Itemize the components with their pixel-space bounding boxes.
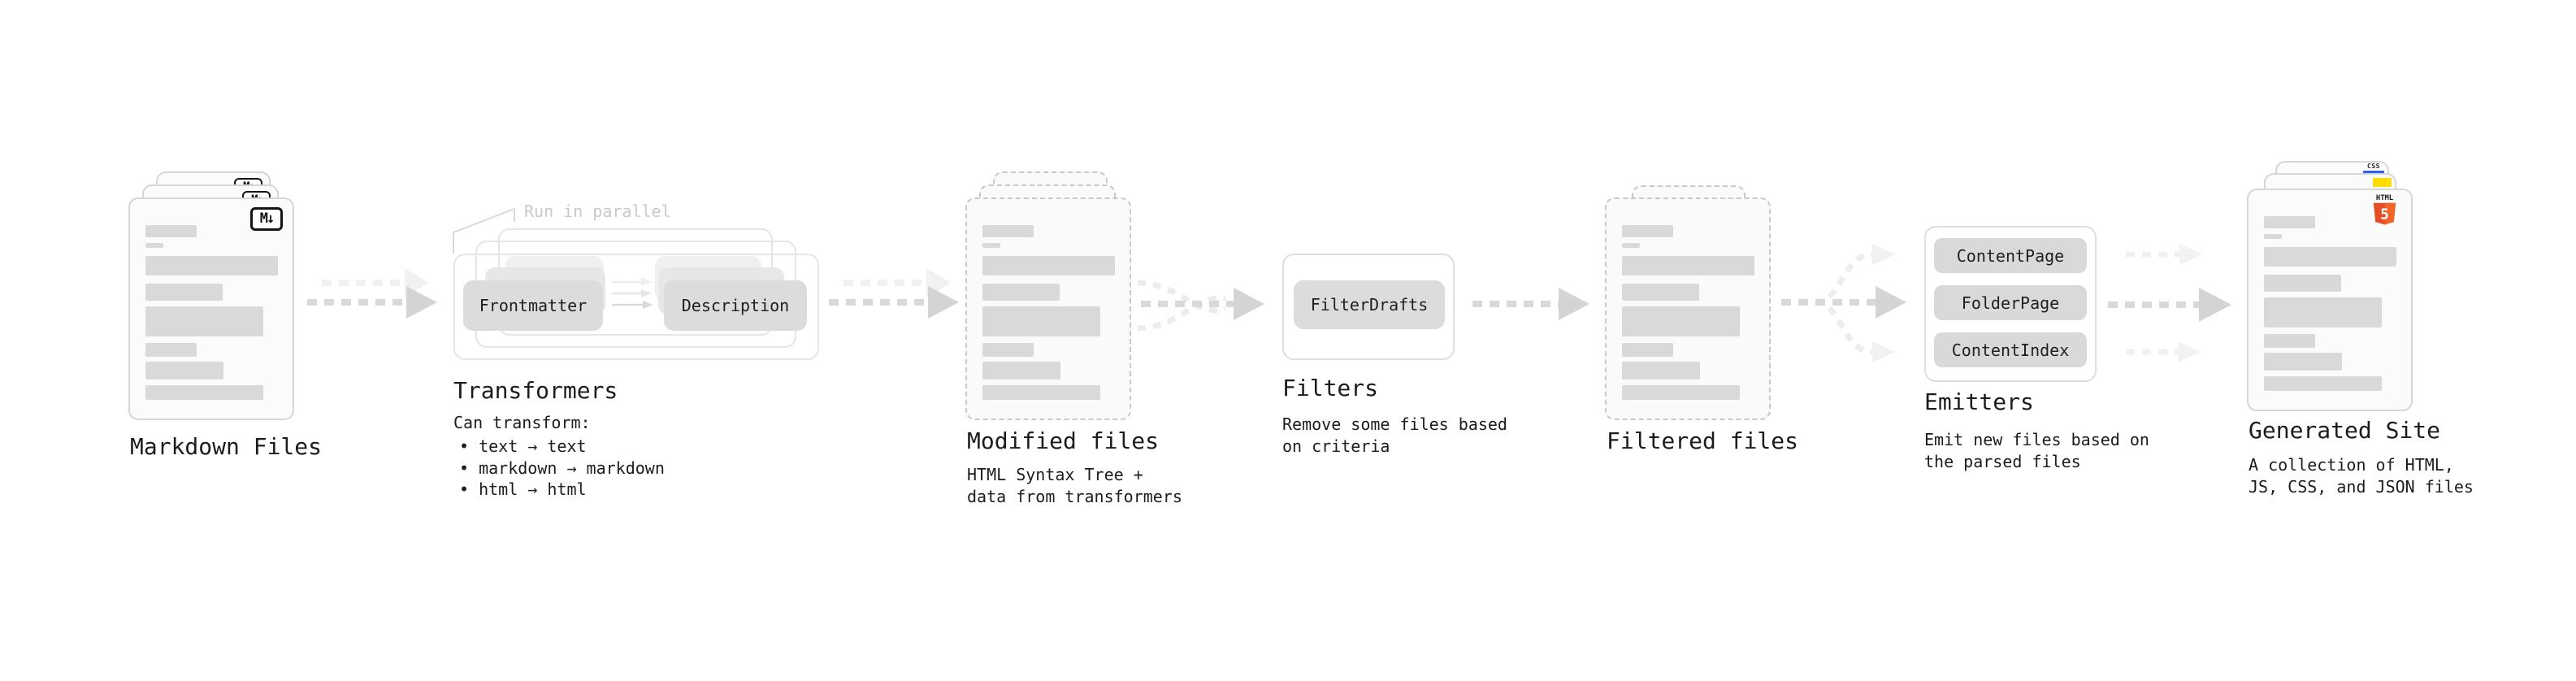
transformers-title: Transformers <box>453 377 618 404</box>
js-icon <box>2373 178 2392 187</box>
text-line-bar <box>1622 225 1673 237</box>
emitters-title: Emitters <box>1924 388 2034 415</box>
emitter-output-arrows-icon <box>2108 244 2231 362</box>
text-line-bar <box>2264 353 2342 371</box>
filters-subtitle: Remove some files based on criteria <box>1282 414 1507 456</box>
text-line-bar <box>145 256 278 275</box>
text-line-bar <box>2264 216 2315 228</box>
bullet-item: • text → text <box>459 436 587 456</box>
bullet-item: • html → html <box>459 479 587 499</box>
text-line-bar <box>145 284 223 301</box>
markdown-icon: M↓ <box>250 207 283 231</box>
text-line-bar <box>145 385 263 400</box>
modified-file-card-front <box>965 197 1131 420</box>
text-line-bar <box>145 243 163 248</box>
filters-title: Filters <box>1282 375 1379 401</box>
text-line-bar <box>145 306 263 336</box>
contentpage-chip: ContentPage <box>1934 238 2087 273</box>
modified-files-subtitle: HTML Syntax Tree + data from transformer… <box>967 465 1182 506</box>
text-line-bar <box>982 306 1100 336</box>
text-line-bar <box>2264 247 2396 267</box>
text-line-bar <box>2264 297 2382 327</box>
fanout-arrow-icon <box>1781 244 1906 362</box>
transformers-bullets: • text → text • markdown → markdown • ht… <box>459 436 665 501</box>
text-line-bar <box>1622 343 1673 357</box>
text-line-bar <box>1622 306 1740 336</box>
contentindex-chip: ContentIndex <box>1934 332 2087 367</box>
text-line-bar <box>2264 376 2382 391</box>
chip-flow-arrows-icon <box>612 278 653 309</box>
transformer-box-front <box>453 254 819 360</box>
html5-icon-label: HTML <box>2376 194 2393 202</box>
text-line-bar <box>145 225 197 237</box>
text-line-bar <box>1622 256 1754 275</box>
markdown-file-card-front: M↓ <box>128 197 294 420</box>
modified-files-title: Modified files <box>967 427 1160 454</box>
text-lines <box>967 199 1130 419</box>
text-line-bar <box>982 385 1100 400</box>
css-icon-underline <box>2363 171 2384 174</box>
text-line-bar <box>982 256 1115 275</box>
text-line-bar <box>982 284 1060 301</box>
bullet-item: • markdown → markdown <box>459 458 665 478</box>
html5-icon: HTML 5 <box>2373 194 2396 225</box>
html5-icon-number: 5 <box>2380 207 2389 223</box>
markdown-files-title: Markdown Files <box>130 433 323 460</box>
css-icon: CSS <box>2363 163 2384 174</box>
emitters-subtitle: Emit new files based on the parsed files <box>1924 430 2149 471</box>
text-line-bar <box>2264 234 2282 239</box>
flow-arrow-icon <box>1472 288 1589 320</box>
text-line-bar <box>145 343 197 357</box>
generated-site-title: Generated Site <box>2249 417 2441 444</box>
text-lines <box>1607 199 1769 419</box>
generated-site-subtitle: A collection of HTML, JS, CSS, and JSON … <box>2249 455 2474 497</box>
filterdrafts-chip: FilterDrafts <box>1294 280 1445 329</box>
text-line-bar <box>1622 284 1699 301</box>
parallel-leader-line <box>453 208 515 254</box>
frontmatter-chip: Frontmatter <box>463 280 603 331</box>
text-lines <box>2249 190 2411 410</box>
site-card-html <box>2247 189 2413 411</box>
text-line-bar <box>1622 385 1740 400</box>
merge-arrow-icon <box>1137 280 1264 332</box>
flow-arrow-icon <box>307 268 437 319</box>
run-in-parallel-label: Run in parallel <box>524 202 671 221</box>
filtered-files-title: Filtered files <box>1607 427 1799 454</box>
flow-arrow-icon <box>829 268 959 319</box>
text-line-bar <box>982 243 1000 248</box>
text-line-bar <box>2264 275 2341 292</box>
text-lines <box>130 199 293 419</box>
folderpage-chip: FolderPage <box>1934 285 2087 320</box>
text-line-bar <box>2264 334 2315 348</box>
text-line-bar <box>982 343 1034 357</box>
css-icon-label: CSS <box>2367 163 2380 170</box>
text-line-bar <box>982 225 1034 237</box>
text-line-bar <box>1622 243 1640 248</box>
text-line-bar <box>1622 362 1700 380</box>
filtered-file-card-front <box>1605 197 1771 420</box>
description-chip: Description <box>664 280 807 331</box>
transformers-description: Can transform: <box>453 413 591 432</box>
text-line-bar <box>145 362 223 380</box>
text-line-bar <box>982 362 1060 380</box>
